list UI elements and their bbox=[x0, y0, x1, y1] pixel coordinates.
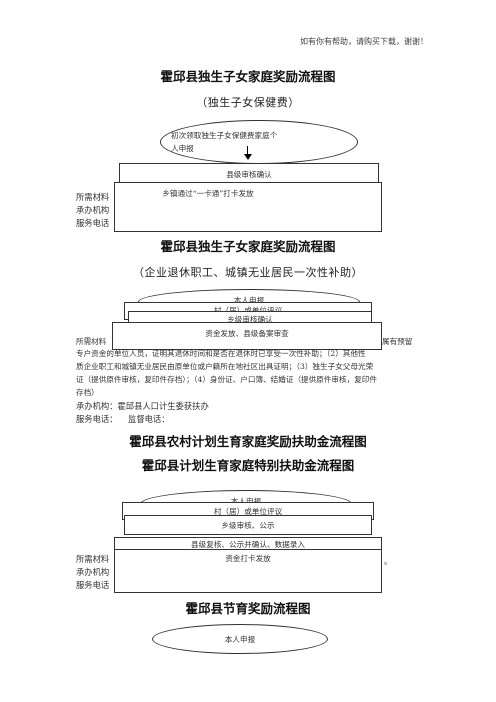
s3-township-review-text: 乡级审核、公示 bbox=[221, 521, 275, 530]
section1-title: 霍邱县独生子女家庭奖励流程图 bbox=[160, 69, 336, 84]
s2-payment-text: 资金发放、县级备案审查 bbox=[205, 329, 289, 338]
s2-apply-text: 本人申报 bbox=[233, 296, 265, 305]
s3-stray-mark: 。 bbox=[384, 557, 392, 566]
s1-arrow-line bbox=[247, 146, 248, 156]
s3-phone-label: 服务电话 bbox=[76, 580, 110, 590]
s1-arrow-head bbox=[244, 154, 252, 160]
s1-phone-label: 服务电话 bbox=[76, 218, 110, 228]
s3-materials-label: 所需材料 bbox=[76, 554, 110, 564]
s1-agency-label: 承办机构 bbox=[76, 205, 110, 215]
s2-materials-line2: 质企业职工和城镇无业居民由原单位或户籍所在地社区出具证明；（3）独生子女父母光荣 bbox=[76, 362, 374, 371]
s1-card-payment-box: 乡镇通过“一卡通”打卡发放 bbox=[114, 182, 382, 232]
s4-apply-ellipse: 本人申报 bbox=[152, 624, 328, 654]
s2-village-review-text: 村（居）或单位评议 bbox=[125, 305, 371, 316]
s2-materials-tail: 属有预留 bbox=[382, 337, 413, 346]
section2-title: 霍邱县独生子女家庭奖励流程图 bbox=[160, 239, 336, 254]
s2-payment-box: 资金发放、县级备案审查 bbox=[112, 322, 382, 350]
s3-card-payment-text: 资金打卡发放 bbox=[225, 554, 271, 563]
section4-title: 霍邱县节育奖励流程图 bbox=[185, 601, 311, 616]
s2-phone: 服务电话： 监督电话： bbox=[76, 414, 170, 424]
s1-county-review-text: 县级审核确认 bbox=[226, 170, 272, 179]
s4-apply-text: 本人申报 bbox=[224, 635, 256, 644]
s2-agency: 承办机构：霍邱县人口计生委获扶办 bbox=[76, 401, 209, 411]
s1-materials-label: 所需材料 bbox=[76, 192, 110, 202]
s1-county-review-box: 县级审核确认 bbox=[119, 163, 379, 183]
s2-township-review-text: 乡级审核确认 bbox=[227, 315, 273, 324]
s2-materials-line3: 证（提供原件审核，复印件存档）；（4）身份证、户口簿、结婚证（提供原件审核，复印… bbox=[76, 375, 377, 384]
page-header: 如有你有帮助，请购买下载，谢谢！ bbox=[300, 37, 428, 46]
s2-materials-line1: 专户资金的单位人员，证明其退休时间和是否在退休时已享受一次性补助；（2）其他性 bbox=[76, 349, 366, 358]
s3-apply-text: 本人申报 bbox=[141, 496, 351, 507]
s2-materials-prefix: 所需材料 bbox=[76, 337, 107, 346]
s1-apply-ellipse: 初次领取独生子女保健费家庭个人申报 bbox=[160, 120, 358, 164]
section3-title1: 霍邱县农村计划生育家庭奖励扶助金流程图 bbox=[129, 434, 367, 449]
s3-township-review-box: 乡级审核、公示 bbox=[124, 515, 372, 535]
section3-title2: 霍邱县计划生育家庭特别扶助金流程图 bbox=[141, 458, 355, 473]
s1-apply-text: 初次领取独生子女保健费家庭个人申报 bbox=[171, 131, 278, 153]
s3-county-recheck-text: 县级复核、公示并确认、数据录入 bbox=[191, 540, 305, 549]
s1-card-payment-text: 乡镇通过“一卡通”打卡发放 bbox=[162, 189, 254, 198]
section2-subtitle: （企业退休职工、城镇无业居民一次性补助） bbox=[133, 266, 363, 279]
s3-card-payment-box: 资金打卡发放 bbox=[114, 549, 382, 593]
s3-agency-label: 承办机构 bbox=[76, 567, 110, 577]
s2-materials-line4: 存档） bbox=[76, 388, 99, 397]
s3-village-review-text: 村（居）或单位评议 bbox=[213, 507, 283, 516]
section1-subtitle: （独生子女保健费） bbox=[196, 96, 300, 109]
